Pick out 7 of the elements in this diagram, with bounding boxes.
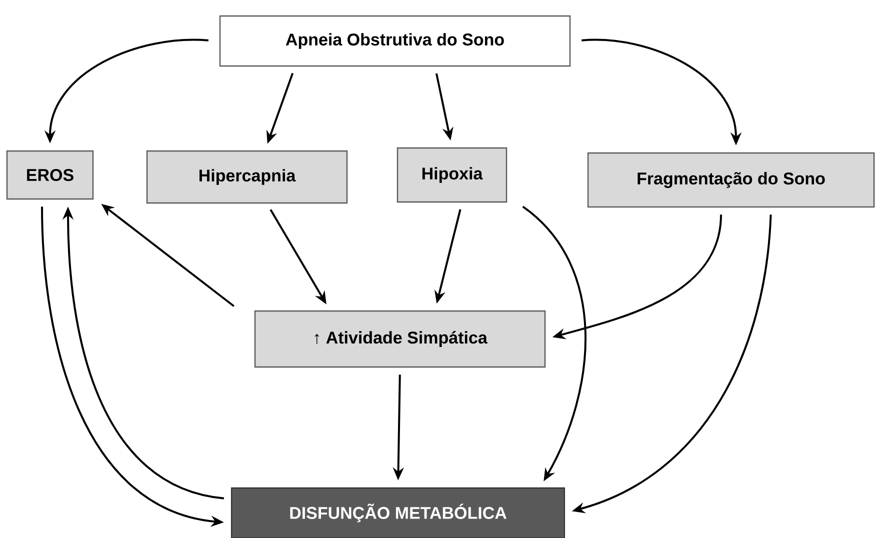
process-box: DISFUNÇÃO METABÓLICA [230, 487, 566, 538]
process-box: Fragmentação do Sono [587, 152, 875, 208]
process-box: EROS [6, 150, 94, 200]
process-box: ↑ Atividade Simpática [254, 310, 546, 368]
process-box: Apneia Obstrutiva do Sono [219, 15, 571, 67]
process-box: Hipoxia [396, 147, 508, 203]
process-box: Hipercapnia [146, 150, 348, 204]
